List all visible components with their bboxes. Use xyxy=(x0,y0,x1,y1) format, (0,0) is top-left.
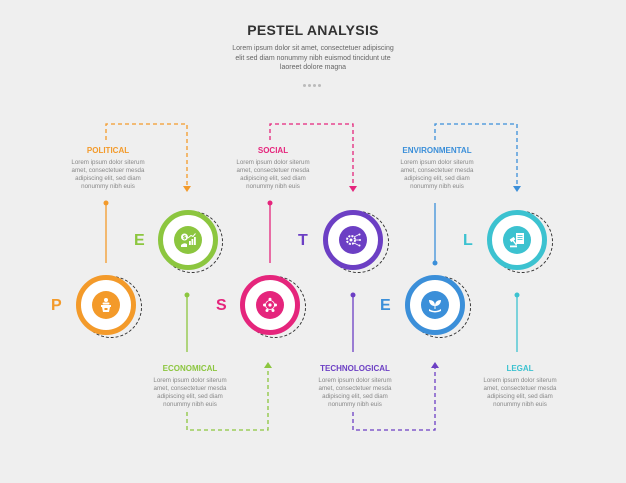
subtitle-line: Lorem ipsum dolor sit amet, consectetuer… xyxy=(232,45,394,52)
social-label: SOCIAL xyxy=(257,146,289,155)
political-letter: P xyxy=(51,297,62,314)
technological-bracket xyxy=(352,364,436,431)
economical-letter: E xyxy=(134,232,145,249)
environmental-arrowhead xyxy=(513,186,521,192)
gear-circuit-icon xyxy=(339,226,367,254)
social-letter: S xyxy=(216,297,227,314)
gavel-document-icon xyxy=(503,226,531,254)
environmental-circle xyxy=(405,275,465,335)
social-bracket xyxy=(269,123,354,190)
legal-stem-dot xyxy=(514,292,520,298)
legal-circle xyxy=(487,210,547,270)
political-stem-dot xyxy=(103,200,109,206)
people-network-icon xyxy=(256,291,284,319)
svg-text:$: $ xyxy=(183,235,187,241)
podium-icon xyxy=(92,291,120,319)
legal-label: LEGAL xyxy=(506,364,534,373)
page-title: PESTEL ANALYSIS xyxy=(247,22,379,38)
social-arrowhead xyxy=(349,186,357,192)
technological-circle xyxy=(323,210,383,270)
subtitle-line: laoreet dolore magna xyxy=(279,64,347,71)
page-subtitle: Lorem ipsum dolor sit amet, consectetuer… xyxy=(0,44,626,73)
plant-hand-icon xyxy=(421,291,449,319)
environmental-bracket xyxy=(434,123,518,190)
technological-stem-dot xyxy=(350,292,356,298)
environmental-letter: E xyxy=(380,297,391,314)
economical-circle: $ xyxy=(158,210,218,270)
technological-label: TECHNOLOGICAL xyxy=(320,364,390,373)
environmental-label: ENVIRONMENTAL xyxy=(402,146,472,155)
economical-label: ECONOMICAL xyxy=(162,364,218,373)
economical-stem-dot xyxy=(184,292,190,298)
political-bracket xyxy=(105,123,188,190)
political-arrowhead xyxy=(183,186,191,192)
subtitle-line: elit sed diam nonummy nibh euismod tinci… xyxy=(235,54,391,62)
decorative-dots xyxy=(303,74,323,92)
technological-arrowhead xyxy=(431,362,439,368)
environmental-stem-dot xyxy=(432,260,438,266)
political-label: POLITICAL xyxy=(86,146,130,155)
political-circle xyxy=(76,275,136,335)
legal-letter: L xyxy=(463,232,473,249)
social-circle xyxy=(240,275,300,335)
economical-bracket xyxy=(186,364,269,431)
money-growth-icon: $ xyxy=(174,226,202,254)
economical-arrowhead xyxy=(264,362,272,368)
social-stem-dot xyxy=(267,200,273,206)
technological-letter: T xyxy=(298,232,308,249)
